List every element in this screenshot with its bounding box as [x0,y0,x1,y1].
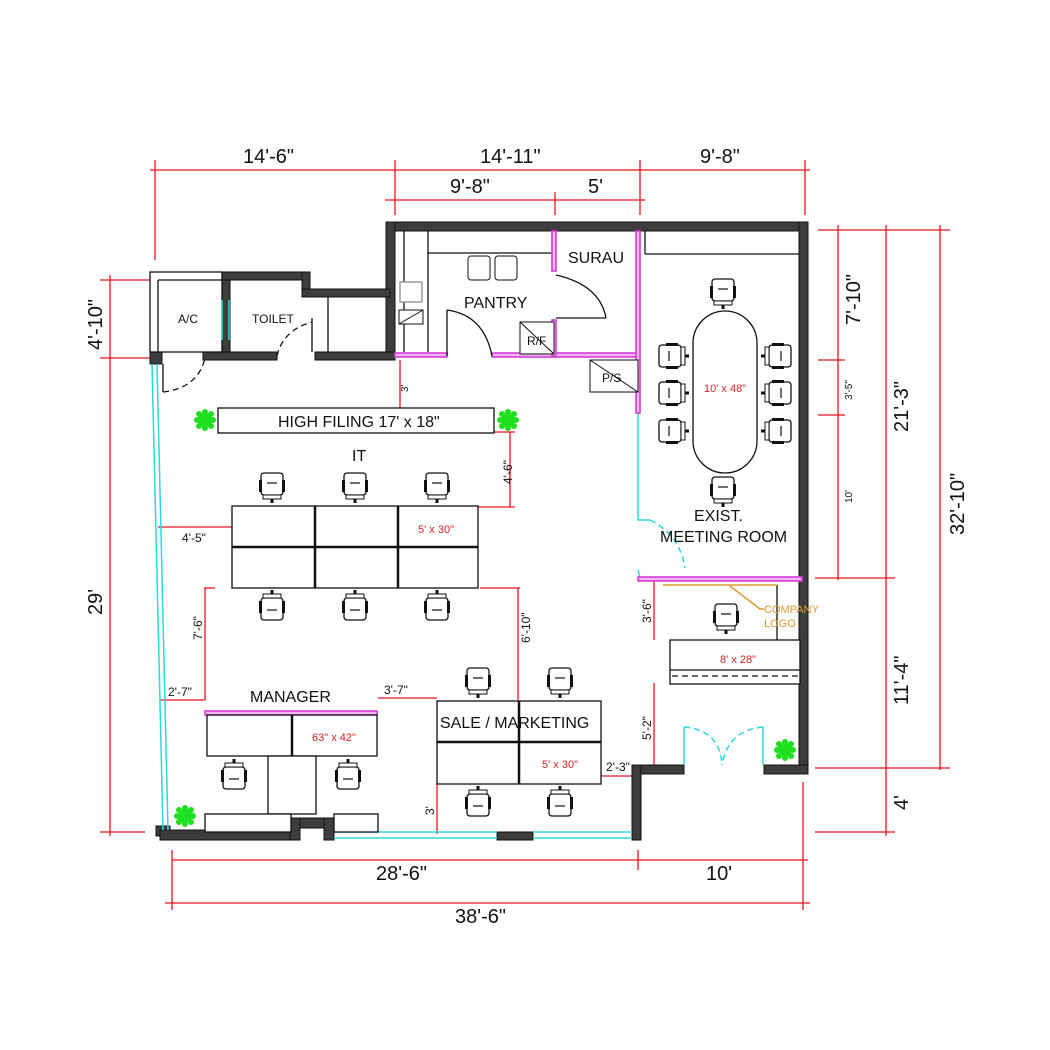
room-label-rf: R/F [527,334,546,348]
dimension-labels: 14'-6" 14'-11" 9'-8" 9'-8" 5' 4'-10" 29'… [85,146,969,928]
dim-top-sub1: 9'-8" [450,176,490,198]
room-label-ac: A/C [178,312,198,326]
chair-icon [760,342,792,370]
plant-icon [174,805,196,827]
company-logo-label-2: LOGO [764,618,796,630]
high-filing-cabinet: HIGH FILING 17' x 18" [217,407,495,434]
dim-gap-3b: 3' [423,806,437,815]
room-label-surau: SURAU [568,250,624,267]
manager-desk-size: 63" x 42" [312,732,356,744]
room-label-meeting-2: MEETING ROOM [660,529,787,546]
chair-icon [712,603,740,635]
plant-icon [194,409,216,431]
chair-icon [658,417,690,445]
it-workstations: 5' x 30" [231,505,479,589]
dim-gap-3: 3' [400,384,411,392]
room-label-manager: MANAGER [250,689,331,706]
chair-icon [334,758,362,790]
dim-right-bottom: 4' [891,795,913,810]
dim-gap-4-6: 4'-6" [501,460,515,484]
dim-gap-2-3: 2'-3" [606,760,630,774]
room-label-pantry: PANTRY [464,295,528,312]
chair-icon [760,379,792,407]
chair-icon [546,785,574,817]
dim-gap-6-10: 6'-10" [519,612,533,643]
chair-icon [658,342,690,370]
glass-walls [151,300,764,839]
dim-gap-5-2: 5'-2" [640,716,654,740]
manager-desks: 63" x 42" [204,714,379,833]
dim-gap-4-5: 4'-5" [182,531,206,545]
plant-icon [497,409,519,431]
dim-right-a: 7'-10" [843,274,865,325]
dim-top-left: 14'-6" [243,146,294,168]
dim-right-lower: 11'-4" [891,656,913,705]
chair-icon [464,667,492,699]
chair-icon [258,589,286,621]
dim-left-top: 4'-10" [85,299,107,350]
chair-icon [220,758,248,790]
sales-workstations: SALE / MARKETING 5' x 30" [436,700,602,785]
high-filing-label: HIGH FILING 17' x 18" [278,414,440,431]
room-label-sales: SALE / MARKETING [440,715,589,732]
chair-icon [658,379,690,407]
dim-top-mid: 14'-11" [480,146,541,168]
dim-right-c: 10' [844,490,855,503]
pantry-fixtures [398,255,639,393]
reception-desk: 8' x 28" COMPANY LOGO [663,584,819,685]
room-label-meeting-1: EXIST. [694,508,743,525]
room-label-toilet: TOILET [252,312,294,326]
chair-icon [258,472,286,504]
dim-right-b: 3'-5" [844,380,855,400]
dim-bottom-total: 38'-6" [455,906,506,928]
dim-gap-2-7: 2'-7" [168,685,192,699]
dim-gap-3-7: 3'-7" [384,683,408,697]
it-desk-size: 5' x 30" [418,524,454,536]
chair-icon [709,278,737,310]
dim-top-right: 9'-8" [700,146,740,168]
doors [162,274,607,393]
room-label-it: IT [352,448,366,465]
dim-right-mid: 21'-3" [891,381,913,432]
dim-bottom-right: 10' [706,863,732,885]
dim-bottom-left: 28'-6" [376,863,427,885]
chair-icon [709,476,737,508]
reception-desk-size: 8' x 28" [720,654,756,666]
meeting-table-size: 10' x 48" [704,383,746,395]
chair-icon [760,417,792,445]
plant-icon [774,739,796,761]
room-label-ps: P/S [602,371,621,385]
meeting-table: 10' x 48" [692,310,758,474]
chair-icon [546,667,574,699]
chair-icon [341,472,369,504]
dim-left-main: 29' [85,589,107,615]
company-logo-label-1: COMPANY [764,604,819,616]
dim-gap-7-6: 7'-6" [191,616,205,640]
sales-desk-size: 5' x 30" [542,759,578,771]
room-labels: A/C TOILET PANTRY SURAU R/F P/S EXIST. M… [178,250,787,706]
chair-icon [341,589,369,621]
dim-right-total: 32'-10" [947,473,969,535]
chair-icon [423,472,451,504]
thin-outlines [149,231,799,353]
chair-icon [464,785,492,817]
dim-gap-3-6: 3'-6" [640,599,654,623]
dim-top-sub2: 5' [588,176,603,198]
chair-icon [423,589,451,621]
